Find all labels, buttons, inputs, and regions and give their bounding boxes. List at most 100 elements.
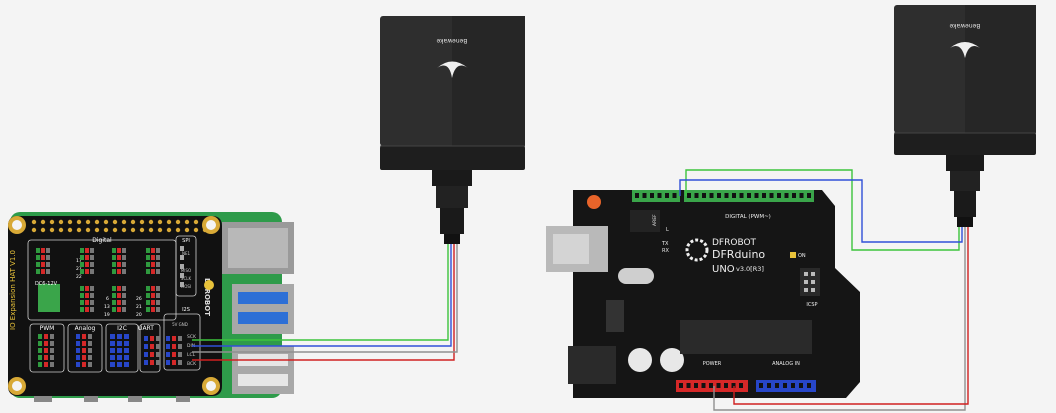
hat-pin [41, 269, 45, 274]
hat-pin [80, 293, 84, 298]
uno-socket [777, 193, 781, 198]
hat-pin [85, 269, 89, 274]
hat-pin [117, 255, 121, 260]
icsp-pin [811, 272, 815, 276]
hat-pin [85, 300, 89, 305]
analog-pin [76, 334, 80, 339]
i2s-header: 5V GND [172, 322, 188, 327]
gpio-pin [103, 219, 109, 225]
hat-pin [112, 269, 116, 274]
uart-label: UART [138, 325, 154, 332]
hat-pin [80, 300, 84, 305]
reset-button[interactable] [587, 195, 601, 209]
analog-pin [76, 355, 80, 360]
hat-pin [122, 293, 126, 298]
svg-text:ON: ON [798, 253, 806, 259]
uart-pin [150, 360, 154, 365]
i2s-pin [166, 360, 170, 365]
analog-pin [88, 334, 92, 339]
svg-text:NE1: NE1 [182, 251, 191, 256]
svg-text:22: 22 [76, 274, 82, 280]
svg-text:26: 26 [136, 296, 142, 302]
svg-text:BCK: BCK [187, 361, 197, 367]
i2c-pin [117, 341, 122, 346]
hat-pin [156, 286, 160, 291]
uno-pin-sockets [635, 193, 815, 388]
lidar-sensor-right: Benewake [894, 5, 1036, 227]
uart-pin [144, 336, 148, 341]
pwm-pin [38, 341, 42, 346]
uno-socket [784, 193, 789, 198]
i2s-pin [172, 344, 176, 349]
uart-pin [156, 360, 160, 365]
gpio-pin [58, 227, 64, 233]
wire-right-blue [679, 179, 963, 243]
uno-socket [767, 383, 771, 388]
analog-pin [82, 362, 86, 367]
i2s-pin [172, 360, 176, 365]
hat-pin [146, 300, 150, 305]
hat-pin [112, 262, 116, 267]
hat-pin [156, 307, 160, 312]
digital-pwm-label: DIGITAL (PWM~) [725, 214, 771, 220]
gpio-pin [31, 227, 37, 233]
uno-socket [775, 383, 779, 388]
hat-pin [112, 255, 116, 260]
uno-socket [799, 383, 803, 388]
spi-label: SPI [182, 238, 190, 244]
analog-pin [88, 348, 92, 353]
hat-pin [117, 248, 121, 253]
svg-text:13: 13 [104, 304, 110, 310]
hat-pin [90, 300, 94, 305]
hat-pin [151, 248, 155, 253]
svg-text:20: 20 [136, 312, 142, 318]
svg-text:21: 21 [136, 304, 142, 310]
i2s-pin [178, 352, 182, 357]
pi-usb2-port [232, 346, 294, 394]
icsp-pin [804, 288, 808, 292]
i2c-pin [124, 334, 129, 339]
uno-socket [739, 193, 744, 198]
hat-pin [112, 293, 116, 298]
hat-pin [117, 293, 121, 298]
hat-pin [80, 262, 84, 267]
icsp-pin [811, 288, 815, 292]
dc-jack [568, 346, 616, 384]
hat-pin [41, 262, 45, 267]
pwm-pin [44, 362, 48, 367]
gpio-pin [166, 219, 172, 225]
hat-pin [151, 255, 155, 260]
uno-socket [672, 193, 677, 198]
gpio-pin [121, 227, 127, 233]
hat-pin [117, 269, 121, 274]
hat-pin [122, 269, 126, 274]
dfrobot-gear-icon [685, 238, 709, 262]
gpio-pin [76, 227, 82, 233]
hat-pin [151, 300, 155, 305]
uno-socket [635, 193, 639, 198]
gpio-pin [139, 219, 145, 225]
svg-text:19: 19 [104, 312, 110, 318]
hat-pin [85, 255, 89, 260]
svg-text:MISO: MISO [181, 268, 191, 273]
hat-pin [80, 269, 84, 274]
i2c-pin [117, 334, 122, 339]
gpio-pin [184, 219, 190, 225]
spi-section [175, 235, 197, 297]
wire-right-green [685, 169, 960, 251]
hat-brand: DFROBOT [203, 278, 211, 316]
uno-socket [759, 383, 763, 388]
i2c-pin [124, 355, 129, 360]
i2s-section [163, 313, 201, 371]
uno-brand: DFROBOT [712, 238, 757, 248]
uart-pin [156, 336, 160, 341]
i2c-pin [110, 334, 115, 339]
i2c-section [105, 323, 139, 373]
gpio-pin [157, 227, 163, 233]
pwm-pin [38, 355, 42, 360]
i2s-pin [166, 336, 170, 341]
hat-pin [90, 262, 94, 267]
pwm-pin [50, 348, 54, 353]
voltage-regulator [606, 300, 624, 332]
hat-pin [46, 255, 50, 260]
